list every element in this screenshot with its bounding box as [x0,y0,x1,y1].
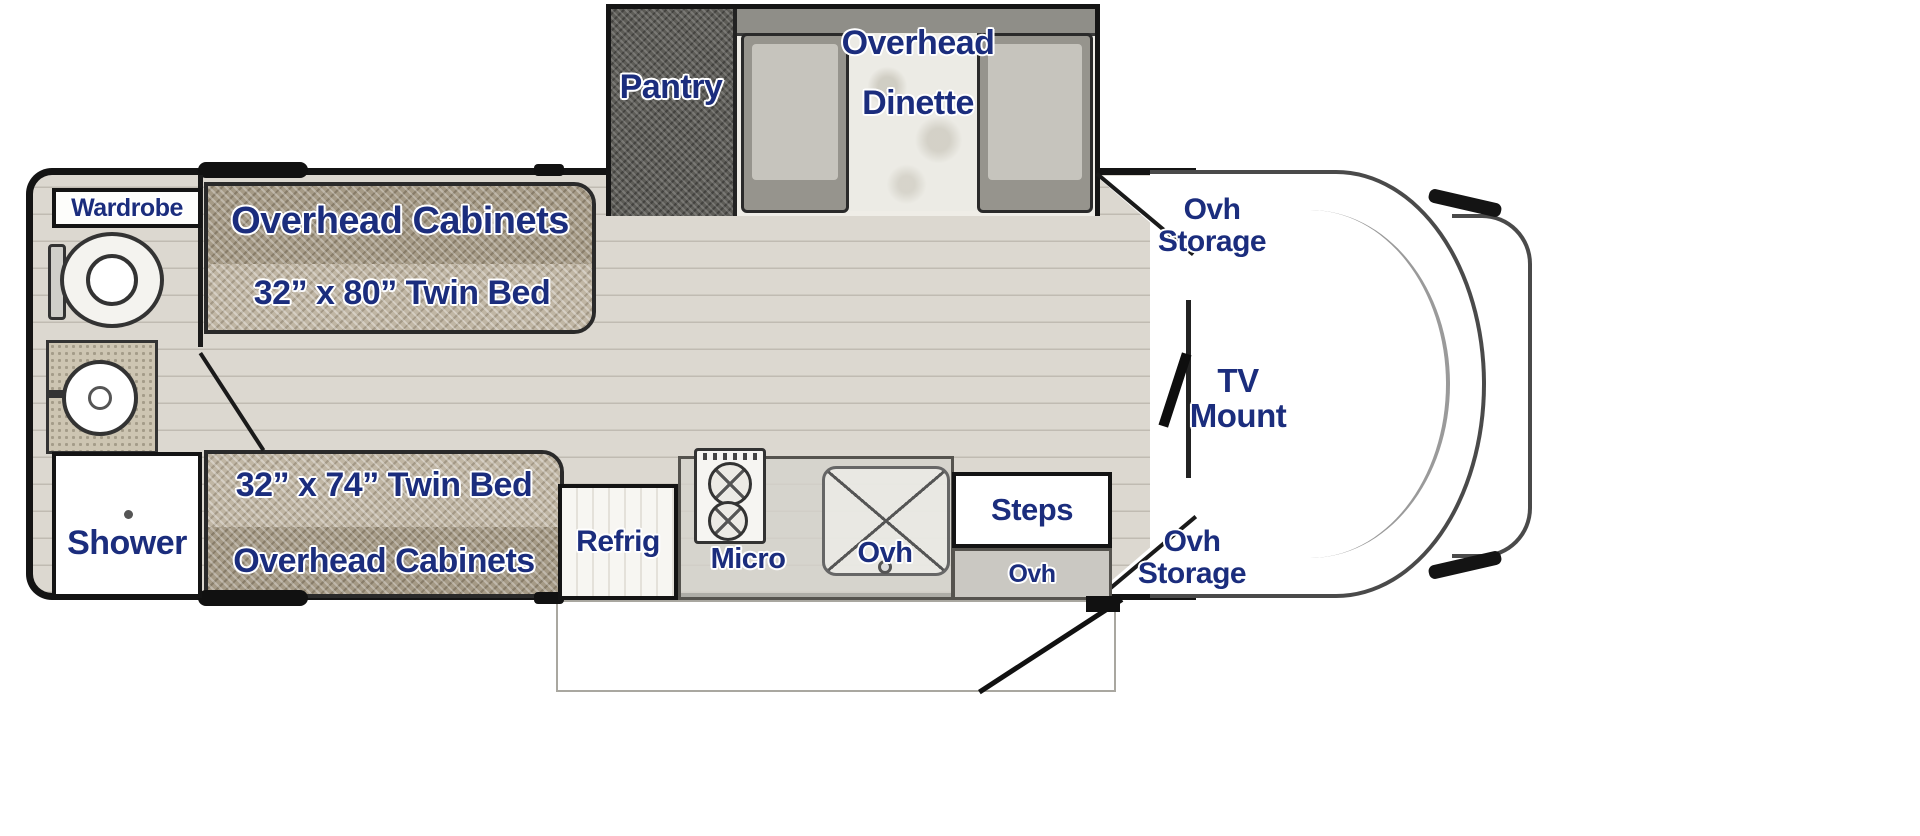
wheel-mark-bottom [198,590,308,606]
dinette-bench-left [741,33,849,213]
twin-bed-top-label: 32” x 80” Twin Bed [253,274,551,312]
tv-wall-line [1186,300,1191,478]
burner-rear [708,501,748,541]
dinette-floor [849,33,977,211]
stove-icon [694,448,766,544]
tv-mount-label: TV Mount [1172,362,1304,434]
windshield-line [1310,210,1450,558]
twin-bed-top-band [208,263,592,330]
steps-label: Steps [991,491,1073,527]
trim-mark-top [534,164,564,176]
pantry-label: Pantry [619,68,723,106]
tv-mount-line1: TV [1217,362,1259,399]
pantry-cabinet [611,9,737,216]
ovh-storage-top-label: Ovh Storage [1142,194,1282,257]
wardrobe-cabinet: Wardrobe [52,188,202,228]
twin-bed-bottom-block [204,450,564,598]
twin-bed-bottom-band [208,454,560,527]
overhead-cabinets-bottom-label: Overhead Cabinets [233,542,535,580]
bench-seat [752,44,838,180]
shower-stall [52,452,202,598]
refrig-label: Refrig [576,525,660,559]
entry-door-jamb [1086,596,1120,612]
micro-label: Micro [710,543,786,575]
ovh-storage-bottom-line2: Storage [1137,556,1247,590]
galley-sink-basin [822,466,950,576]
wheel-mark-top [198,162,308,178]
wardrobe-label: Wardrobe [71,193,183,222]
galley-faucet-icon [878,560,892,574]
dinette-slideout [606,4,1100,216]
burner-front [708,462,752,506]
overhead-label: Overhead [841,24,995,62]
shower-drain-icon [124,510,133,519]
refrigerator: Refrig [558,484,678,600]
tv-mount-line2: Mount [1189,396,1287,434]
sink-drain [88,386,112,410]
overhead-cabinets-top-band [208,186,592,264]
toilet-bowl-inner [86,254,138,306]
steps-ovh-label: Ovh [1008,559,1056,588]
overhead-cabinets-top-label: Overhead Cabinets [231,200,569,242]
ovh-storage-top-line2: Storage [1157,224,1267,258]
trim-mark-bottom [534,592,564,604]
bench-seat [988,44,1082,180]
twin-bed-top-block [204,182,596,334]
steps-ovh-band: Ovh [952,548,1112,600]
entry-platform-outline [556,600,1116,692]
dinette-bench-right [977,33,1093,213]
ovh-storage-top-line1: Ovh [1183,193,1241,226]
toilet-icon [46,230,170,338]
shower-label: Shower [67,524,187,562]
overhead-cabinets-bottom-band [208,526,560,594]
ovh-storage-bottom-line1: Ovh [1163,525,1221,558]
stove-controls [703,453,757,460]
bathroom-wall [198,175,203,347]
ovh-galley-label: Ovh [857,537,913,569]
faucet-icon [46,390,66,398]
entry-steps: Steps [952,472,1112,548]
twin-bed-bottom-label: 32” x 74” Twin Bed [235,466,533,504]
dinette-label: Dinette [862,84,974,122]
ovh-storage-bottom-label: Ovh Storage [1118,526,1266,589]
